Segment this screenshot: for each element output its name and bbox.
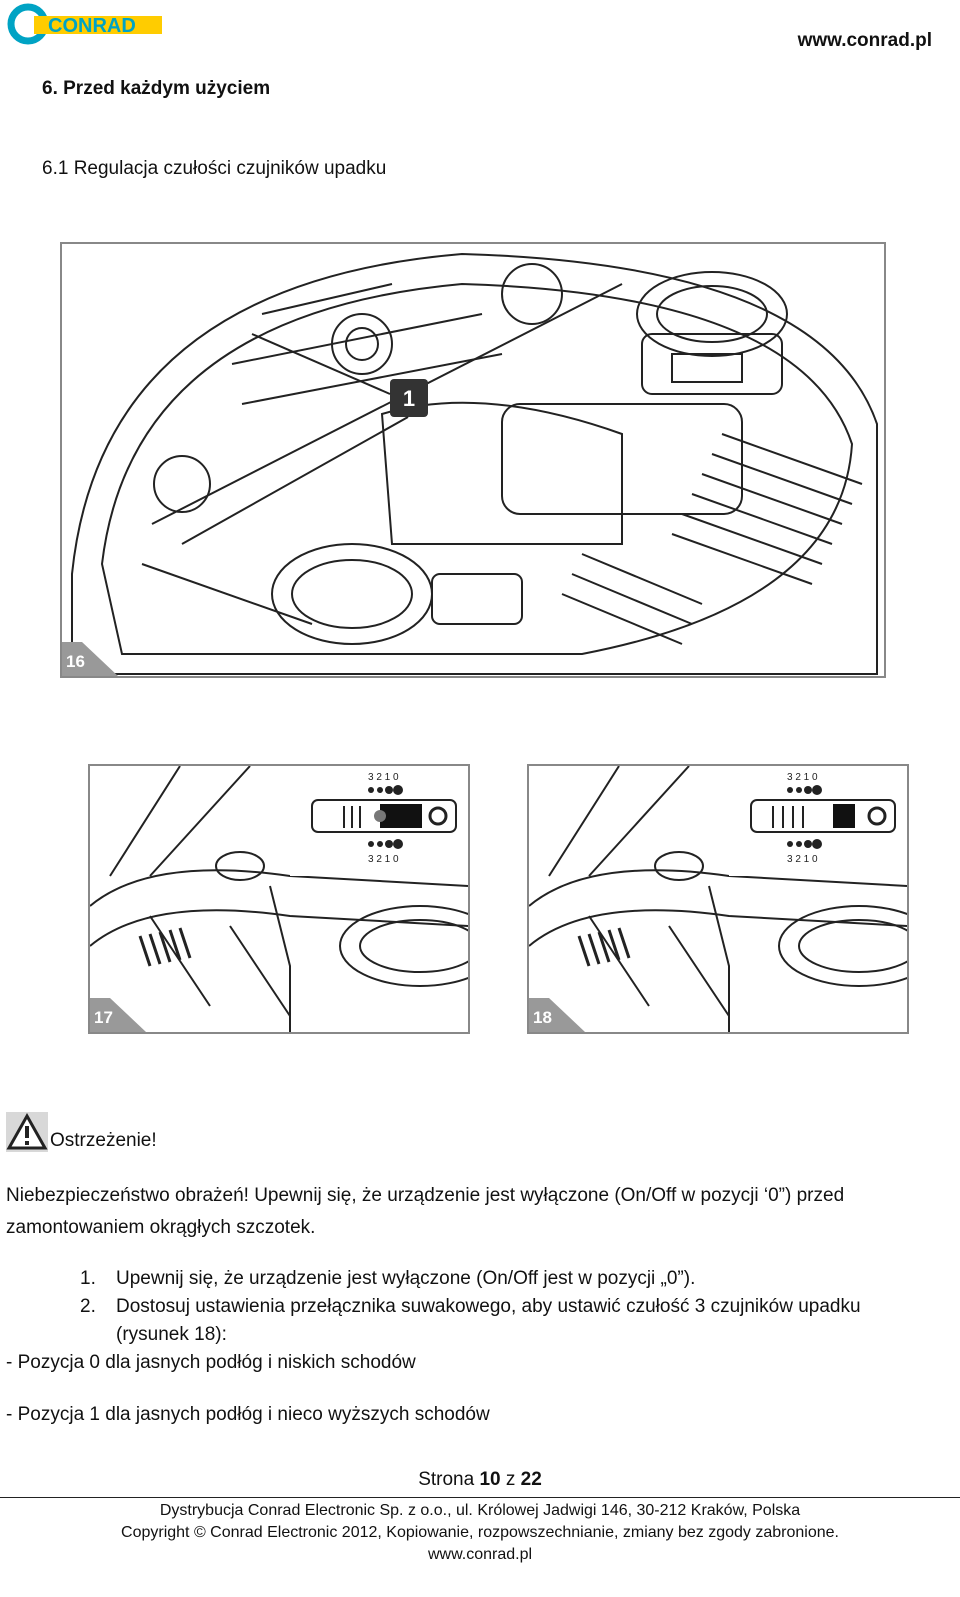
figure-17-slider-position-1: 3 2 1 0 3 2 1 0 17 bbox=[88, 764, 470, 1034]
header-website[interactable]: www.conrad.pl bbox=[797, 30, 932, 51]
warning-text: Niebezpieczeństwo obrażeń! Upewnij się, … bbox=[6, 1185, 845, 1238]
conrad-logo: CONRAD bbox=[6, 2, 166, 46]
warning-triangle-icon bbox=[6, 1112, 48, 1152]
fig17-scale-top: 3 2 1 0 bbox=[368, 772, 399, 783]
step-2-number: 2. bbox=[80, 1296, 96, 1317]
footer-website[interactable]: www.conrad.pl bbox=[427, 1546, 533, 1563]
logo-text: CONRAD bbox=[48, 15, 136, 37]
slider-adjust-drawing-18: 3 2 1 0 3 2 1 0 bbox=[529, 766, 907, 1032]
robot-underside-drawing: 1 bbox=[71, 252, 878, 675]
page-prefix: Strona bbox=[418, 1469, 480, 1490]
figure-16-callout: 1 bbox=[403, 386, 415, 411]
section-title: 6. Przed każdym użyciem bbox=[42, 78, 271, 99]
footer-copyright: Copyright © Conrad Electronic 2012, Kopi… bbox=[121, 1524, 839, 1541]
position-1-item: - Pozycja 1 dla jasnych podłóg i nieco w… bbox=[6, 1404, 490, 1425]
slider-adjust-drawing-17: 3 2 1 0 3 2 1 0 bbox=[90, 766, 468, 1032]
fig18-scale-bottom: 3 2 1 0 bbox=[787, 854, 818, 865]
position-0-item: - Pozycja 0 dla jasnych podłóg i niskich… bbox=[6, 1352, 416, 1373]
conrad-logo-icon: CONRAD bbox=[7, 3, 162, 45]
warning-title: Ostrzeżenie! bbox=[50, 1130, 157, 1151]
footer-divider bbox=[0, 1497, 960, 1498]
figure-18-slider-position-0: 3 2 1 0 3 2 1 0 18 bbox=[527, 764, 909, 1034]
page-mid: z bbox=[500, 1469, 521, 1490]
figure-18-number: 18 bbox=[533, 1008, 552, 1027]
figure-16-label: 16 bbox=[62, 642, 118, 676]
fig18-scale-top: 3 2 1 0 bbox=[787, 772, 818, 783]
step-2-text: Dostosuj ustawienia przełącznika suwakow… bbox=[116, 1296, 861, 1317]
page-current: 10 bbox=[479, 1469, 501, 1490]
page-number: Strona 10 z 22 bbox=[0, 1469, 960, 1491]
page-total: 22 bbox=[520, 1469, 542, 1490]
figure-16-robot-underside: 1 16 bbox=[60, 242, 886, 678]
step-1-number: 1. bbox=[80, 1268, 96, 1289]
figure-16-number: 16 bbox=[66, 652, 85, 671]
fig17-scale-bottom: 3 2 1 0 bbox=[368, 854, 399, 865]
step-1-text: Upewnij się, że urządzenie jest wyłączon… bbox=[116, 1268, 696, 1289]
step-2-text-continued: (rysunek 18): bbox=[116, 1324, 227, 1345]
figure-18-label: 18 bbox=[529, 998, 585, 1032]
footer-distribution: Dystrybucja Conrad Electronic Sp. z o.o.… bbox=[159, 1502, 801, 1519]
figure-17-number: 17 bbox=[94, 1008, 113, 1027]
figure-17-label: 17 bbox=[90, 998, 146, 1032]
section-subtitle: 6.1 Regulacja czułości czujników upadku bbox=[42, 158, 387, 179]
